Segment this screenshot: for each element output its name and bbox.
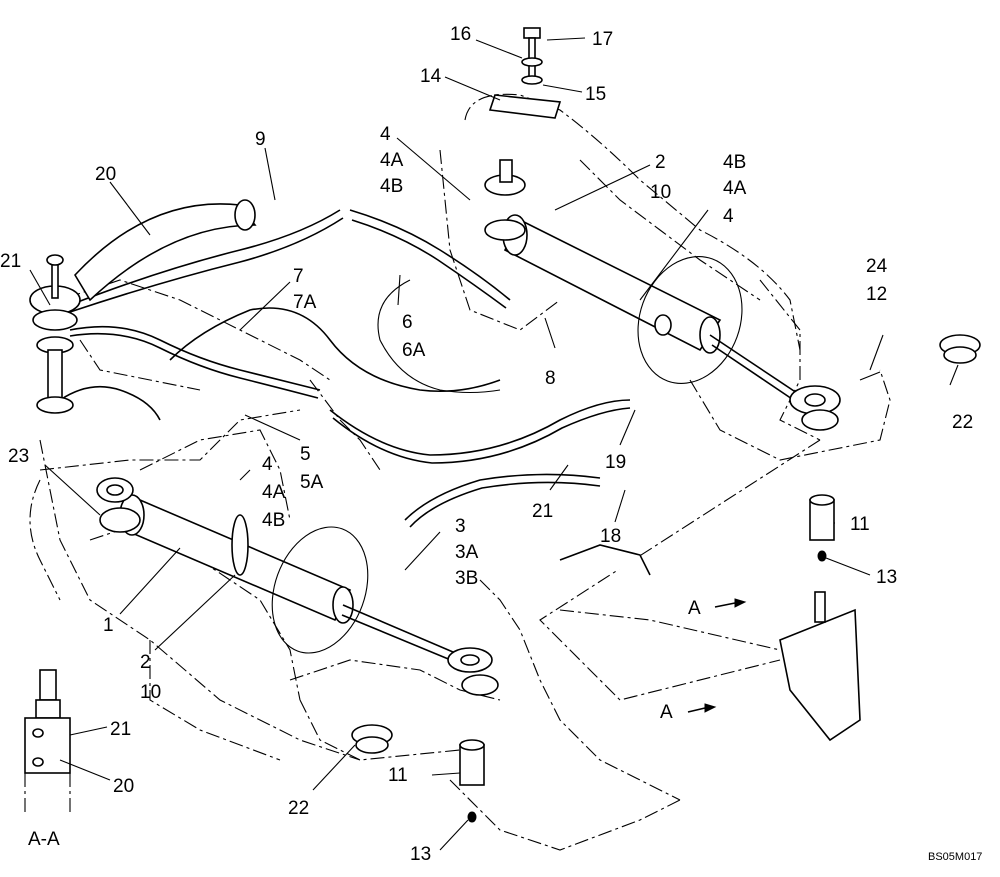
callout-4A-right: 4A	[723, 178, 747, 199]
frame-outline	[29, 93, 891, 851]
callout-20-top: 20	[95, 164, 116, 185]
callout-21-middle: 21	[532, 501, 553, 522]
callout-4B-top: 4B	[380, 176, 403, 197]
view-arrow-label-lower: A	[660, 702, 673, 723]
callout-12: 12	[866, 284, 887, 305]
callout-4B-lower: 4B	[262, 510, 285, 531]
section-label: A-A	[28, 829, 60, 850]
callout-6: 6	[402, 312, 413, 333]
callout-labels: 1 2 10 2 10 3 3A 3B 4 4A 4B 4B 4A 4 4 4A…	[0, 24, 982, 865]
callout-6A: 6A	[402, 340, 426, 361]
hydraulic-hoses	[59, 209, 631, 528]
callout-8: 8	[545, 368, 556, 389]
callout-1: 1	[103, 615, 114, 636]
callout-11-right: 11	[850, 514, 870, 535]
callout-16: 16	[450, 24, 471, 45]
left-pivot-assembly	[29, 199, 257, 414]
callout-3B: 3B	[455, 568, 478, 589]
callout-2-upper: 2	[655, 152, 666, 173]
callout-4A-lower: 4A	[262, 482, 286, 503]
callout-15: 15	[585, 84, 606, 105]
callout-3A: 3A	[455, 542, 479, 563]
callout-11-lower: 11	[388, 765, 408, 786]
callout-17: 17	[592, 29, 613, 50]
callout-19: 19	[605, 452, 626, 473]
callout-13-right: 13	[876, 567, 897, 588]
callout-21-left: 21	[0, 251, 21, 272]
view-arrows	[687, 598, 747, 713]
callout-9: 9	[255, 129, 266, 150]
callout-18: 18	[600, 526, 621, 547]
callout-24: 24	[866, 256, 888, 277]
callout-4-lower: 4	[262, 454, 273, 475]
callout-22-lower: 22	[288, 798, 309, 819]
callout-22-right: 22	[952, 412, 973, 433]
callout-7A: 7A	[293, 292, 317, 313]
drawing-code: BS05M017	[928, 851, 982, 863]
upper-steering-cylinder	[484, 159, 841, 431]
callout-4B-right: 4B	[723, 152, 746, 173]
callout-4A-top: 4A	[380, 150, 404, 171]
callout-13-lower: 13	[410, 844, 431, 865]
callout-5A: 5A	[300, 472, 324, 493]
callout-5: 5	[300, 444, 311, 465]
callout-2-lower: 2	[140, 652, 151, 673]
leader-lines	[29, 37, 959, 851]
callout-21-section: 21	[110, 719, 131, 740]
callout-10-lower: 10	[140, 682, 161, 703]
callout-10-upper: 10	[650, 182, 671, 203]
callout-4-right: 4	[723, 206, 734, 227]
callout-20-section: 20	[113, 776, 134, 797]
callout-23: 23	[8, 446, 29, 467]
section-view-a-a	[24, 669, 71, 815]
callout-14: 14	[420, 66, 442, 87]
callout-3: 3	[455, 516, 466, 537]
lower-steering-cylinder	[96, 477, 499, 696]
view-arrow-label-upper: A	[688, 598, 701, 619]
callout-4-top: 4	[380, 124, 391, 145]
callout-7: 7	[293, 266, 304, 287]
small-parts	[351, 27, 981, 823]
